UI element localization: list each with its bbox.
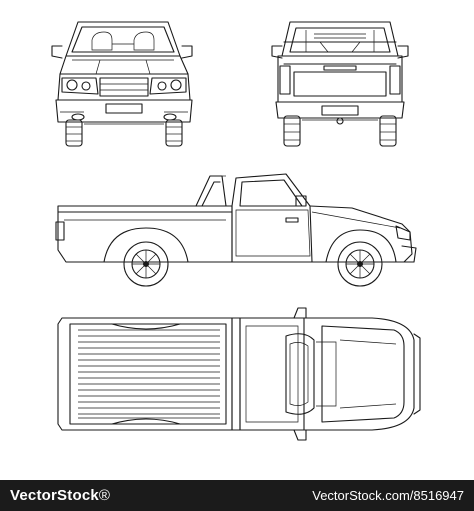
- front-view: [51, 21, 193, 147]
- brand-name: VectorStock: [10, 487, 99, 504]
- truck-blueprint-drawing: [51, 21, 421, 441]
- brand-logo: VectorStock®: [10, 487, 110, 504]
- image-id-label: VectorStock.com/8516947: [312, 488, 464, 503]
- rear-view: [271, 21, 409, 147]
- brand-mark: ®: [98, 487, 111, 504]
- side-view: [55, 173, 417, 287]
- top-view: [57, 307, 421, 441]
- watermark-footer: VectorStock® VectorStock.com/8516947: [0, 480, 474, 511]
